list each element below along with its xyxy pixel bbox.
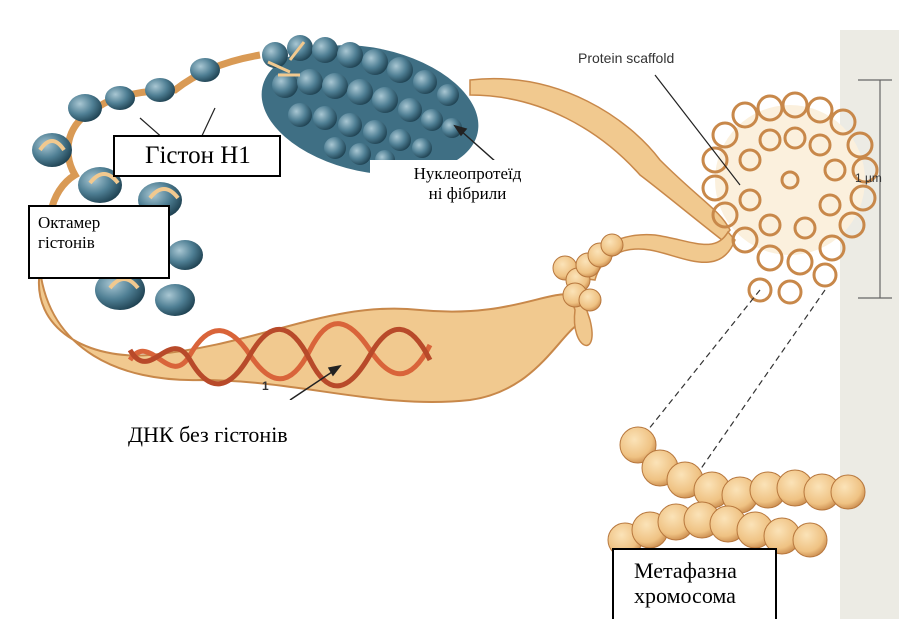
histone-h1-text: Гістон H1: [145, 142, 251, 169]
dna-without-histones-text: ДНК без гістонів: [128, 422, 288, 447]
metaphase-line2: хромосома: [634, 583, 775, 608]
zoom-dashed-lines: [640, 290, 825, 470]
scale-1um-text: 1 µm: [855, 171, 882, 185]
dna-arrow-number-text: 1: [262, 379, 269, 393]
page-edge-shadow: [840, 30, 899, 619]
metaphase-chromosome-label: Метафазна хромосома: [612, 548, 777, 619]
cropped-heading-fragment: [0, 0, 899, 6]
octamer-line2: гістонів: [38, 233, 168, 253]
nucleoprotein-line2: ні фібрили: [370, 184, 565, 204]
protein-scaffold-label: Protein scaffold: [578, 50, 674, 66]
histone-octamer-label: Октамер гістонів: [28, 205, 170, 279]
protein-scaffold-text: Protein scaffold: [578, 50, 674, 66]
octamer-line1: Октамер: [38, 213, 168, 233]
nucleoprotein-line1: Нуклеопротеїд: [370, 164, 565, 184]
metaphase-chromosome-beads: [608, 427, 865, 557]
metaphase-line1: Метафазна: [634, 558, 775, 583]
scale-1um-label: 1 µm: [855, 172, 882, 186]
dna-arrow-number: 1: [262, 380, 269, 394]
dna-without-histones-label: ДНК без гістонів: [58, 400, 370, 500]
nucleoprotein-fibrils-label: Нуклеопротеїд ні фібрили: [370, 160, 565, 254]
histone-h1-label: Гістон H1: [113, 135, 281, 177]
